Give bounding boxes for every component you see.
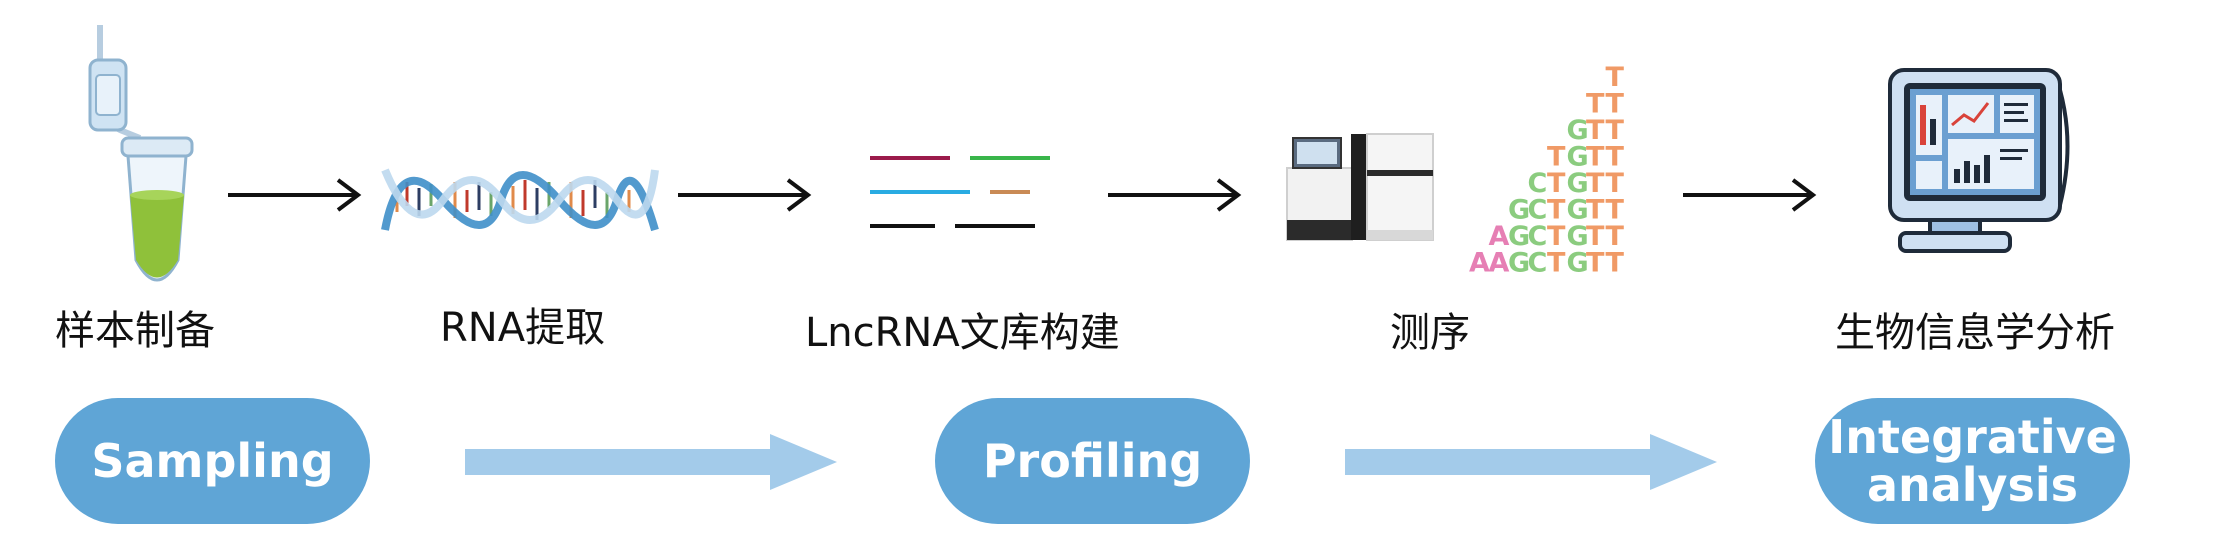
sequencer-icon xyxy=(1286,133,1434,241)
step-label-sample-prep: 样本制备 xyxy=(55,308,215,354)
sequence-read-row: GTT xyxy=(1567,115,1625,146)
phase-pill-label: Profiling xyxy=(982,434,1203,488)
phase-pill-integrative-analysis: Integrative analysis xyxy=(1815,398,2130,524)
library-fragments-icon xyxy=(870,156,1050,228)
sequence-read-row: TT xyxy=(1586,89,1625,120)
step-label-sequencing: 测序 xyxy=(1390,310,1470,356)
sequence-read-row: CTGTT xyxy=(1528,168,1625,199)
sequence-read-row: AAGCTGTT xyxy=(1469,248,1625,279)
phase-pill-label-line1: Integrative xyxy=(1828,410,2117,464)
test-tube-icon xyxy=(88,25,194,282)
flow-arrow-1 xyxy=(228,178,362,212)
step-label-rna-extraction: RNA提取 xyxy=(440,305,606,351)
step-label-lncrna-library: LncRNA文库构建 xyxy=(805,310,1120,356)
step-label-bioinformatics: 生物信息学分析 xyxy=(1835,310,2115,356)
sequence-read-row: TGTT xyxy=(1547,142,1625,173)
sequence-read-row: GCTGTT xyxy=(1508,195,1625,226)
phase-pill-label-line2: analysis xyxy=(1866,458,2079,512)
phase-pill-sampling: Sampling xyxy=(55,398,370,524)
flow-arrow-2 xyxy=(678,178,812,212)
rna-helix-icon xyxy=(381,168,659,232)
flow-arrow-4 xyxy=(1683,178,1817,212)
phase-pill-label: Sampling xyxy=(91,434,334,488)
flow-arrow-3 xyxy=(1108,178,1242,212)
computer-monitor-icon xyxy=(1888,68,2070,253)
sequence-read-row: AGCTGTT xyxy=(1489,221,1625,252)
phase-arrow-1 xyxy=(465,434,837,490)
phase-arrow-2 xyxy=(1345,434,1717,490)
phase-pill-profiling: Profiling xyxy=(935,398,1250,524)
sequence-read-row: T xyxy=(1606,62,1625,93)
